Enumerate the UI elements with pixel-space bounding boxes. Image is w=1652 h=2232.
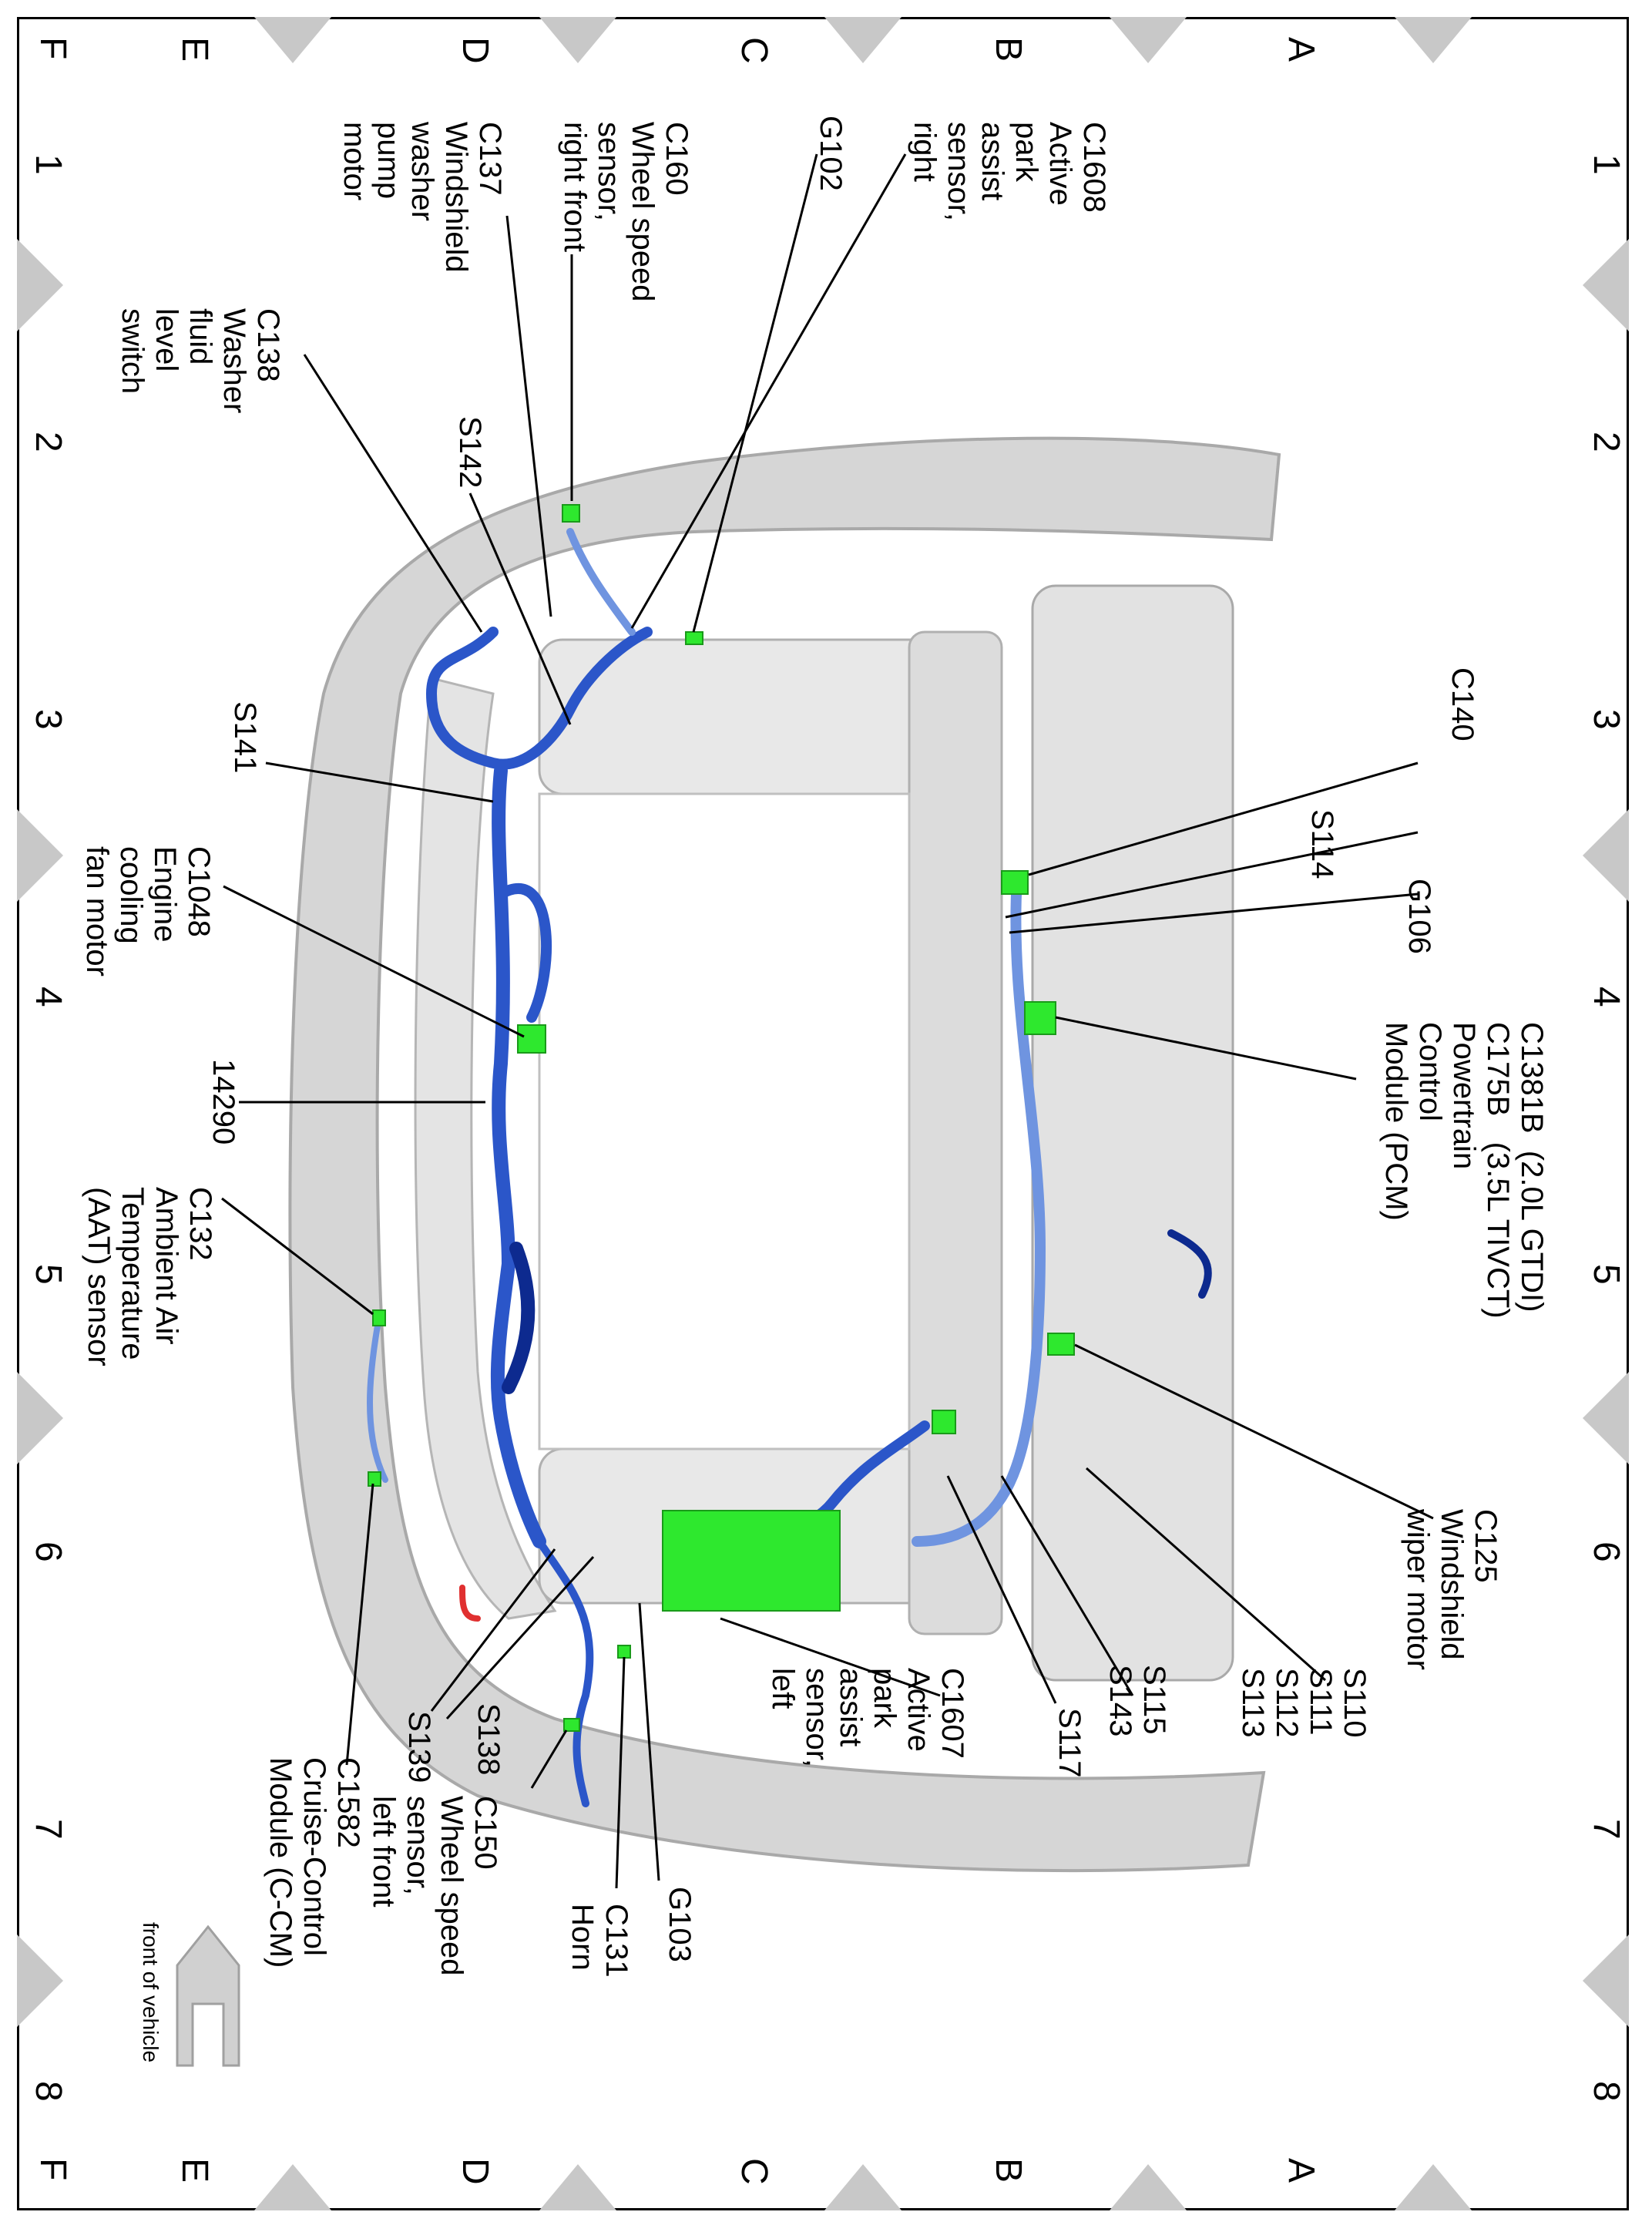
grid-row-e-top: E [174, 37, 215, 62]
connector-g102 [685, 631, 703, 645]
label-pcm: C1381B (2.0L GTDI) C175B (3.5L TIVCT) Po… [1379, 1022, 1549, 1319]
diagram-frame [17, 17, 1629, 2210]
label-c1607: C1607 Active park assist sensor, left [766, 1668, 969, 1767]
grid-row-c-bottom: C [734, 2158, 774, 2185]
label-c132: C132 Ambient Air Temperature (AAT) senso… [82, 1187, 217, 1366]
connector-pcm [1024, 1001, 1056, 1035]
grid-col-1-left: 1 [28, 154, 69, 175]
grid-row-f-top: F [32, 37, 73, 60]
harness-fan-branch [495, 883, 552, 1023]
harness-left-lower [536, 1538, 594, 1807]
harness-main-front [490, 764, 546, 1548]
grid-col-8-left: 8 [28, 2081, 69, 2102]
grid-col-6-left: 6 [28, 1541, 69, 1562]
grid-row-c-top: C [734, 37, 774, 64]
grid-markers [17, 17, 1629, 2210]
grid-col-5-right: 5 [1586, 1264, 1627, 1285]
rear-frame-rail [1031, 584, 1234, 1682]
label-g103: G103 [663, 1887, 697, 1962]
grid-col-7-left: 7 [28, 1819, 69, 1840]
grid-col-2-right: 2 [1586, 432, 1627, 452]
harness-wiper-branch [1167, 1229, 1212, 1299]
grid-col-8-right: 8 [1586, 2081, 1627, 2102]
grid-row-d-top: D [455, 37, 495, 64]
label-c1048: C1048 Engine cooling fan motor [80, 846, 216, 976]
connectors [368, 504, 1075, 1732]
grid-row-a-top: A [1281, 37, 1321, 62]
label-s115: S115 S143 [1103, 1665, 1171, 1737]
engine-bay-opening [538, 792, 911, 1450]
connector-c150 [563, 1718, 580, 1732]
label-c160: C160 Wheel speed sensor, right front [558, 122, 693, 302]
label-c138: C138 Washer fluid level switch [116, 308, 285, 414]
front-of-vehicle-arrow [176, 1924, 240, 2067]
label-14290: 14290 [206, 1059, 240, 1145]
grid-col-3-right: 3 [1586, 709, 1627, 730]
harness-rear-rail [912, 873, 1046, 1547]
grid-col-4-right: 4 [1586, 987, 1627, 1007]
label-c1582: C1582 Cruise-Control Module (C-CM) [264, 1757, 365, 1968]
bumper-cover [288, 436, 1281, 1873]
grid-col-6-right: 6 [1586, 1541, 1627, 1562]
label-c140: C140 [1446, 667, 1479, 741]
label-c131: C131 Horn [566, 1904, 633, 1978]
grid-col-3-left: 3 [28, 709, 69, 730]
label-s117: S117 [1053, 1708, 1086, 1778]
grille-area [414, 677, 557, 1620]
grid-col-1-right: 1 [1586, 154, 1627, 175]
grid-row-b-top: B [988, 37, 1029, 62]
connector-c132 [372, 1309, 386, 1326]
harness-right-sensor [566, 528, 636, 636]
label-s138: S138 [472, 1703, 505, 1776]
label-g102: G102 [814, 116, 848, 191]
label-c150: C150 Wheel speed sensor, left front [367, 1796, 502, 1976]
front-of-vehicle-label: front of vehicle [139, 1922, 163, 2063]
grid-row-e-bottom: E [174, 2158, 215, 2183]
label-c1608: C1608 Active park assist sensor, right [908, 122, 1111, 221]
grid-col-7-right: 7 [1586, 1819, 1627, 1840]
grid-row-d-bottom: D [455, 2158, 495, 2185]
grid-col-2-left: 2 [28, 432, 69, 452]
connector-c140 [1001, 870, 1029, 895]
connector-c1582 [368, 1471, 381, 1487]
label-c137: C137 Windshield washer pump motor [337, 122, 507, 273]
label-s110: S110 S111 S112 S113 [1236, 1668, 1372, 1738]
module-c1582 [662, 1510, 841, 1612]
harness-dark-branch [502, 1242, 536, 1394]
connector-c125 [1047, 1333, 1075, 1356]
leader-lines [221, 153, 1434, 1889]
label-s142: S142 [453, 416, 487, 489]
label-c125: C125 Windshield wiper motor [1401, 1509, 1503, 1670]
grid-col-4-left: 4 [28, 987, 69, 1007]
grid-row-f-bottom: F [32, 2158, 73, 2181]
grid-row-b-bottom: B [988, 2158, 1029, 2183]
harness-upper-left [425, 627, 653, 770]
connector-c1048 [517, 1024, 546, 1054]
connector-c160 [562, 504, 580, 523]
grid-col-5-left: 5 [28, 1264, 69, 1285]
wiring-harness [367, 528, 1212, 1807]
connector-c131 [617, 1645, 631, 1659]
harness-aat [367, 1323, 388, 1483]
label-g106: G106 [1402, 879, 1436, 954]
label-s141: S141 [228, 701, 262, 774]
label-s139: S139 [402, 1711, 436, 1783]
cross-member [908, 630, 1003, 1635]
label-s114: S114 [1305, 809, 1339, 879]
connector-c1607 [932, 1410, 956, 1434]
front-end-structure [288, 436, 1281, 1873]
red-wire-left [459, 1585, 481, 1622]
grid-row-a-bottom: A [1281, 2158, 1321, 2183]
